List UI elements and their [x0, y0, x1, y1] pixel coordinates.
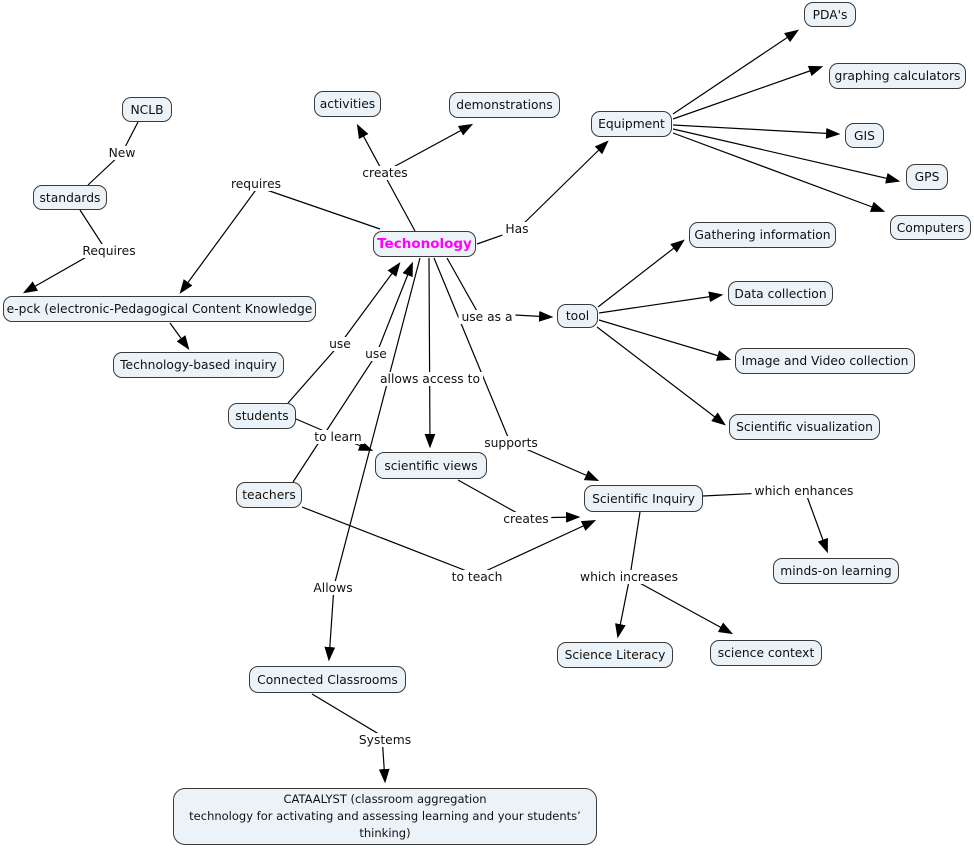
- node-techonology[interactable]: Techonology: [373, 231, 476, 257]
- edge-label-requires-tech[interactable]: requires: [227, 177, 285, 191]
- node-nclb[interactable]: NCLB: [122, 97, 172, 122]
- edge-label-systems[interactable]: Systems: [355, 733, 415, 747]
- edge-label-allows[interactable]: Allows: [310, 581, 356, 595]
- edge-techonology-sciviews: [424, 257, 436, 449]
- edge-techonology-equipment: [476, 140, 609, 245]
- node-data-collection[interactable]: Data collection: [728, 281, 833, 306]
- edge-tool-data: [598, 291, 724, 314]
- node-minds-on-learning[interactable]: minds-on learning: [773, 558, 899, 584]
- edge-equipment-computers: [672, 132, 886, 212]
- edge-label-has[interactable]: Has: [502, 222, 532, 236]
- edge-label-use-teachers[interactable]: use: [362, 347, 390, 361]
- edge-techonology-epck: [179, 186, 381, 294]
- edge-sciinquiry-mindson: [702, 490, 828, 554]
- node-demonstrations[interactable]: demonstrations: [449, 92, 560, 118]
- node-students[interactable]: students: [228, 403, 296, 429]
- edge-label-use-students[interactable]: use: [326, 337, 354, 351]
- node-gps[interactable]: GPS: [906, 164, 948, 190]
- node-tool[interactable]: tool: [557, 304, 598, 328]
- edge-label-use-as-a[interactable]: use as a: [458, 310, 516, 324]
- node-scientific-inquiry[interactable]: Scientific Inquiry: [584, 485, 703, 512]
- node-activities[interactable]: activities: [314, 91, 381, 117]
- node-equipment[interactable]: Equipment: [591, 111, 672, 137]
- node-scientific-views[interactable]: scientific views: [375, 452, 487, 479]
- node-cataalyst[interactable]: CATAALYST (classroom aggregation technol…: [173, 788, 597, 845]
- node-image-video-collection[interactable]: Image and Video collection: [735, 348, 915, 374]
- edge-equipment-gis: [672, 124, 841, 139]
- edge-tool-gathering: [597, 239, 685, 308]
- node-epck[interactable]: e-pck (electronic-Pedagogical Content Kn…: [3, 296, 316, 322]
- edge-tool-sciviz: [596, 326, 726, 426]
- edge-label-new[interactable]: New: [105, 146, 139, 160]
- edge-equipment-pdas: [672, 29, 799, 115]
- node-graphing-calculators[interactable]: graphing calculators: [829, 63, 966, 89]
- node-connected-classrooms[interactable]: Connected Classrooms: [249, 666, 406, 693]
- edge-label-requires-std[interactable]: Requires: [79, 244, 139, 258]
- edge-techonology-demonstrations: [387, 123, 474, 171]
- edge-tool-image: [598, 319, 732, 361]
- edge-label-which-enhances[interactable]: which enhances: [751, 484, 857, 498]
- node-gathering-information[interactable]: Gathering information: [689, 222, 836, 248]
- node-teachers[interactable]: teachers: [236, 482, 302, 508]
- edge-label-which-increases[interactable]: which increases: [577, 570, 681, 584]
- node-computers[interactable]: Computers: [890, 215, 971, 240]
- edge-sciinquiry-scicontext: [635, 580, 734, 635]
- node-gis[interactable]: GIS: [845, 123, 884, 148]
- edge-label-to-teach[interactable]: to teach: [448, 570, 506, 584]
- edge-label-to-learn[interactable]: to learn: [311, 430, 365, 444]
- node-science-literacy[interactable]: Science Literacy: [557, 642, 673, 668]
- edge-label-creates-bottom[interactable]: creates: [500, 512, 552, 526]
- edge-label-supports[interactable]: supports: [481, 436, 541, 450]
- edge-label-allows-access-to[interactable]: allows access to: [377, 372, 483, 386]
- node-pdas[interactable]: PDA's: [804, 2, 856, 27]
- node-science-context[interactable]: science context: [710, 640, 822, 666]
- edge-label-creates-top[interactable]: creates: [359, 166, 411, 180]
- edge-equipment-graphing: [672, 65, 824, 120]
- node-scientific-visualization[interactable]: Scientific visualization: [729, 414, 880, 440]
- node-standards[interactable]: standards: [33, 185, 107, 210]
- edge-epck-tbi: [169, 322, 190, 350]
- node-tech-based-inquiry[interactable]: Technology-based inquiry: [113, 352, 284, 378]
- edge-techonology-tool: [446, 257, 554, 322]
- edge-equipment-gps: [672, 128, 901, 184]
